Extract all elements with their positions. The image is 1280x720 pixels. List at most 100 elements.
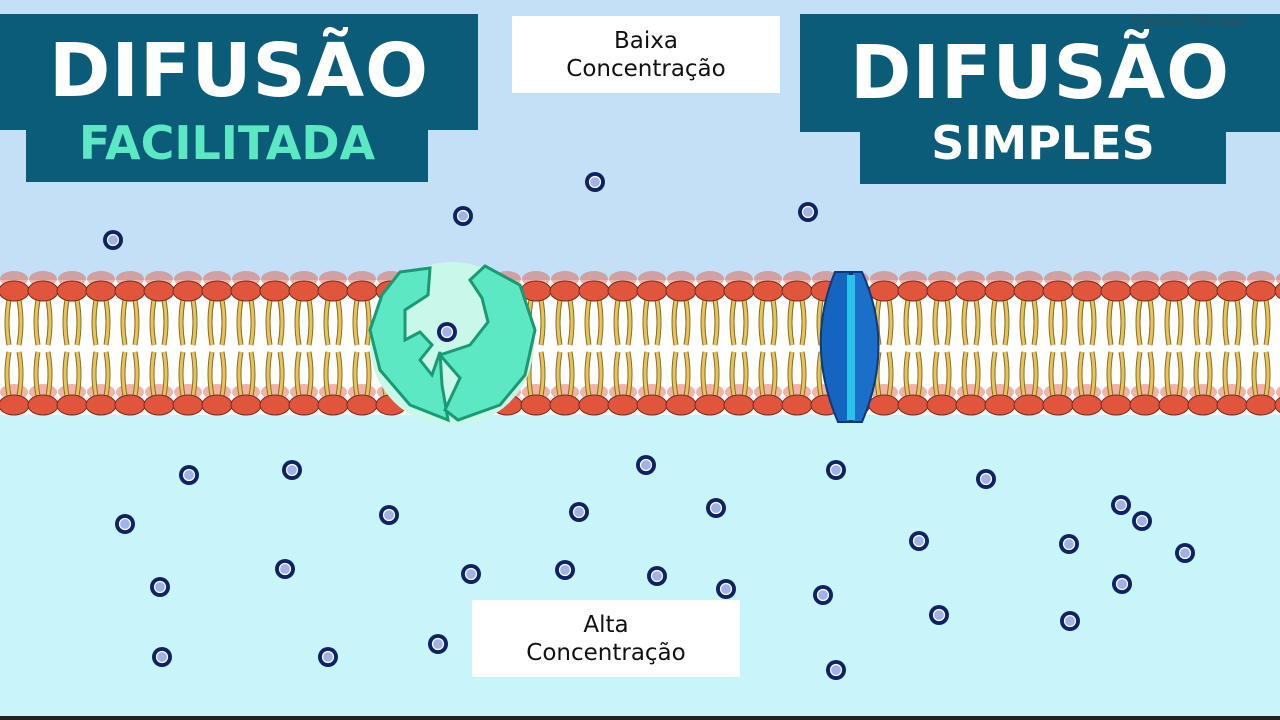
carrier-protein xyxy=(368,262,537,426)
lipid-head xyxy=(56,280,88,302)
low-label-line2: Concentração xyxy=(566,55,726,82)
solute-molecule xyxy=(1112,574,1132,594)
bottom-border xyxy=(0,716,1280,720)
high-concentration-label: Alta Concentração xyxy=(472,600,740,677)
solute-molecule xyxy=(179,465,199,485)
lipid-head xyxy=(897,280,929,302)
lipid-head xyxy=(1129,280,1161,302)
lipid-head xyxy=(1100,280,1132,302)
high-label-line1: Alta xyxy=(583,611,629,638)
high-label-line2: Concentração xyxy=(526,639,686,666)
solute-molecule xyxy=(152,647,172,667)
simple-subtitle-box: SIMPLES xyxy=(860,112,1226,184)
lipid-head xyxy=(636,280,668,302)
lipid-head xyxy=(897,394,929,416)
solute-molecule xyxy=(929,605,949,625)
lipid-head xyxy=(317,280,349,302)
lipid-head xyxy=(723,280,755,302)
lipid-head xyxy=(636,394,668,416)
lipid-head xyxy=(143,394,175,416)
solute-molecule xyxy=(647,566,667,586)
solute-molecule xyxy=(1059,534,1079,554)
lipid-head xyxy=(230,280,262,302)
solute-molecule xyxy=(275,559,295,579)
lipid-head xyxy=(955,280,987,302)
lipid-head xyxy=(578,280,610,302)
lipid-head xyxy=(1187,280,1219,302)
channel-protein xyxy=(819,271,880,423)
lipid-head xyxy=(288,394,320,416)
lipid-head xyxy=(955,394,987,416)
lipid-head xyxy=(752,394,784,416)
lipid-head xyxy=(1274,282,1280,300)
solute-molecule xyxy=(1175,543,1195,563)
lipid-head xyxy=(752,280,784,302)
solute-molecule xyxy=(706,498,726,518)
lipid-head xyxy=(201,394,233,416)
lipid-head xyxy=(259,280,291,302)
lipid-head xyxy=(1245,280,1277,302)
lipid-head xyxy=(56,394,88,416)
lipid-head xyxy=(868,394,900,416)
lipid-head xyxy=(520,394,552,416)
lipid-head xyxy=(85,394,117,416)
lipid-head xyxy=(1274,396,1280,414)
solute-molecule xyxy=(716,579,736,599)
solute-molecule xyxy=(909,531,929,551)
facilitated-title-line1: DIFUSÃO xyxy=(48,28,430,114)
lipid-head xyxy=(549,394,581,416)
lipid-head xyxy=(114,280,146,302)
lipid-head xyxy=(549,280,581,302)
lipid-head xyxy=(1071,280,1103,302)
lipid-head xyxy=(1071,394,1103,416)
simple-title-line2: SIMPLES xyxy=(931,116,1155,170)
lipid-head xyxy=(143,280,175,302)
lipid-head xyxy=(1100,394,1132,416)
lipid-head xyxy=(1158,394,1190,416)
lipid-head xyxy=(85,280,117,302)
lipid-head xyxy=(694,394,726,416)
solute-molecule xyxy=(976,469,996,489)
lipid-head xyxy=(172,280,204,302)
solute-molecule xyxy=(428,634,448,654)
lipid-head xyxy=(723,394,755,416)
lipid-head xyxy=(27,394,59,416)
solute-molecule xyxy=(115,514,135,534)
solute-molecule xyxy=(1060,611,1080,631)
lipid-head xyxy=(868,280,900,302)
lipid-head xyxy=(230,394,262,416)
lipid-head xyxy=(0,280,30,302)
lipid-head xyxy=(1042,280,1074,302)
solute-molecule xyxy=(150,577,170,597)
lipid-head xyxy=(1013,280,1045,302)
lipid-head xyxy=(1013,394,1045,416)
lipid-head xyxy=(259,394,291,416)
lipid-head xyxy=(114,394,146,416)
solute-molecule xyxy=(813,585,833,605)
lipid-head xyxy=(781,280,813,302)
lipid-head xyxy=(288,280,320,302)
lipid-head xyxy=(665,394,697,416)
solute-molecule xyxy=(636,455,656,475)
solute-molecule xyxy=(1111,495,1131,515)
low-concentration-label: Baixa Concentração xyxy=(512,16,780,93)
facilitated-title-line2: FACILITADA xyxy=(78,116,376,170)
lipid-head xyxy=(781,394,813,416)
lipid-head xyxy=(1216,280,1248,302)
lipid-head xyxy=(1129,394,1161,416)
solute-molecule xyxy=(1132,511,1152,531)
lipid-head xyxy=(1042,394,1074,416)
lipid-head xyxy=(346,394,378,416)
lipid-head xyxy=(665,280,697,302)
lipid-head xyxy=(1158,280,1190,302)
solute-molecule xyxy=(569,502,589,522)
lipid-head xyxy=(346,280,378,302)
solute-molecule xyxy=(826,660,846,680)
solute-molecule xyxy=(555,560,575,580)
lipid-head xyxy=(607,394,639,416)
lipid-head xyxy=(926,394,958,416)
solute-molecule xyxy=(798,202,818,222)
low-label-line1: Baixa xyxy=(614,27,678,54)
solute-molecule xyxy=(437,322,457,342)
